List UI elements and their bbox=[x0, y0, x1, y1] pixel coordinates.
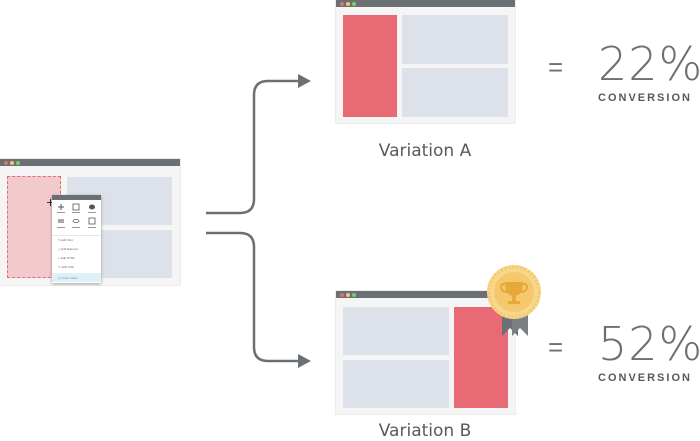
arrowhead-b-icon bbox=[298, 354, 311, 368]
arrowhead-a-icon bbox=[298, 74, 311, 88]
variation-a-percent: 22% bbox=[598, 37, 700, 91]
menu-header bbox=[52, 195, 101, 200]
variation-a-label: Variation A bbox=[378, 141, 472, 161]
variation-a-window bbox=[336, 0, 515, 123]
window-title-bar bbox=[336, 0, 515, 7]
variation-b-highlight-block bbox=[454, 307, 508, 408]
variation-a-highlight-block bbox=[343, 15, 397, 117]
window-title-bar bbox=[336, 291, 515, 298]
content-panel-bottom bbox=[343, 360, 449, 408]
minimize-dot-icon bbox=[346, 292, 350, 297]
variation-b-label: Variation B bbox=[378, 421, 472, 441]
menu-item-edit-text[interactable]: ✎ Edit Text bbox=[58, 238, 73, 242]
element-icon: △ bbox=[58, 247, 61, 251]
menu-tool-icons[interactable] bbox=[55, 203, 99, 233]
variation-b-metric: CONVERSION bbox=[598, 372, 692, 384]
trophy-ribbon-icon bbox=[487, 265, 541, 336]
window-title-bar bbox=[0, 159, 180, 166]
content-panel-top bbox=[343, 307, 449, 355]
pencil-icon: ✎ bbox=[58, 238, 61, 242]
close-dot-icon bbox=[340, 1, 344, 6]
target-icon: ◎ bbox=[58, 276, 61, 280]
code-icon: ‹› bbox=[58, 256, 60, 260]
menu-item-edit-css[interactable]: ▭ Edit CSS bbox=[58, 265, 74, 269]
css-icon: ▭ bbox=[58, 265, 61, 269]
variation-b-percent: 52% bbox=[598, 317, 700, 371]
variation-a-equals: = bbox=[548, 52, 564, 82]
close-dot-icon bbox=[4, 160, 8, 165]
variation-b-window bbox=[336, 291, 515, 414]
maximize-dot-icon bbox=[352, 292, 356, 297]
minimize-dot-icon bbox=[346, 1, 350, 6]
editor-context-menu: ✎ Edit Text △ Edit Element ‹› Edit HTML … bbox=[52, 195, 101, 283]
menu-item-edit-html[interactable]: ‹› Edit HTML bbox=[58, 256, 76, 260]
arrow-to-variation-b bbox=[206, 231, 300, 363]
menu-item-track-clicks[interactable]: ◎ Track Clicks bbox=[52, 273, 101, 282]
maximize-dot-icon bbox=[352, 1, 356, 6]
content-panel-bottom bbox=[402, 68, 508, 117]
arrow-to-variation-a bbox=[206, 79, 300, 215]
minimize-dot-icon bbox=[10, 160, 14, 165]
close-dot-icon bbox=[340, 292, 344, 297]
source-browser-window: ✎ Edit Text △ Edit Element ‹› Edit HTML … bbox=[0, 159, 180, 285]
variation-a-metric: CONVERSION bbox=[598, 92, 692, 104]
menu-item-edit-element[interactable]: △ Edit Element bbox=[58, 247, 79, 251]
menu-divider bbox=[52, 235, 101, 236]
variation-b-equals: = bbox=[548, 332, 564, 362]
content-panel-top bbox=[402, 15, 508, 64]
maximize-dot-icon bbox=[16, 160, 20, 165]
menu-icon-grid bbox=[55, 203, 99, 233]
